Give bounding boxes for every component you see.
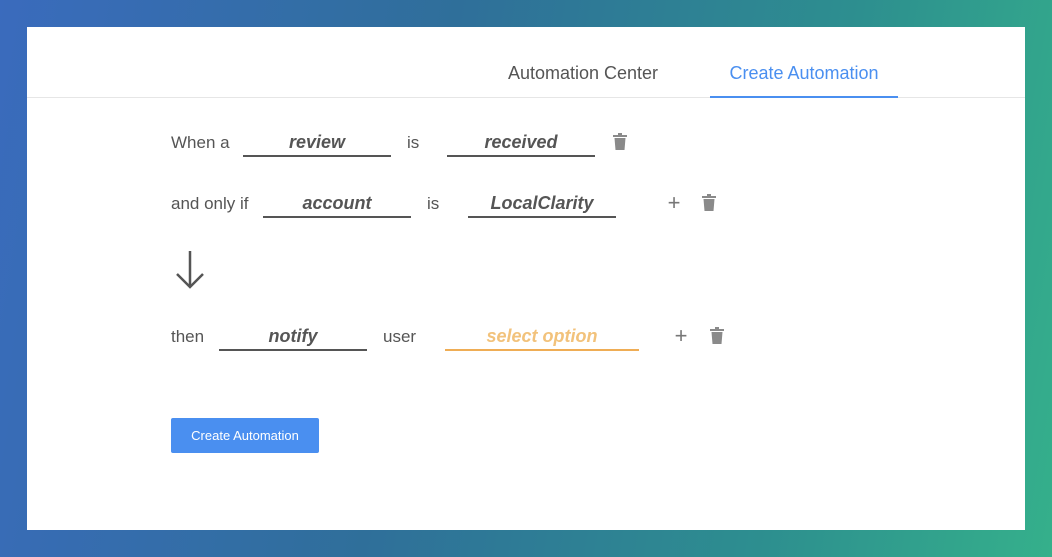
condition-field-select[interactable]: account [263, 188, 411, 218]
condition-value-select[interactable]: LocalClarity [468, 188, 616, 218]
action-target-select[interactable]: select option [445, 321, 639, 351]
plus-icon[interactable]: + [667, 190, 681, 215]
action-prefix-label: then [171, 327, 205, 346]
trash-icon[interactable] [702, 194, 716, 211]
arrow-down-icon [175, 249, 205, 294]
trigger-prefix-label: When a [171, 133, 230, 152]
tab-automation-center[interactable]: Automation Center [507, 63, 659, 83]
trash-icon[interactable] [613, 133, 627, 150]
trigger-subject-select[interactable]: review [243, 127, 391, 157]
trigger-event-select[interactable]: received [447, 127, 595, 157]
trigger-connector-label: is [407, 133, 420, 152]
action-connector-label: user [383, 327, 417, 346]
create-automation-button[interactable]: Create Automation [171, 418, 319, 453]
tab-create-automation[interactable]: Create Automation [710, 27, 898, 98]
condition-connector-label: is [427, 194, 440, 213]
automation-card: Automation Center Create Automation When… [27, 27, 1025, 530]
trash-icon[interactable] [710, 327, 724, 344]
plus-icon[interactable]: + [674, 323, 688, 348]
tab-bar: Automation Center Create Automation [27, 27, 1025, 98]
action-select[interactable]: notify [219, 321, 367, 351]
condition-prefix-label: and only if [171, 194, 249, 213]
